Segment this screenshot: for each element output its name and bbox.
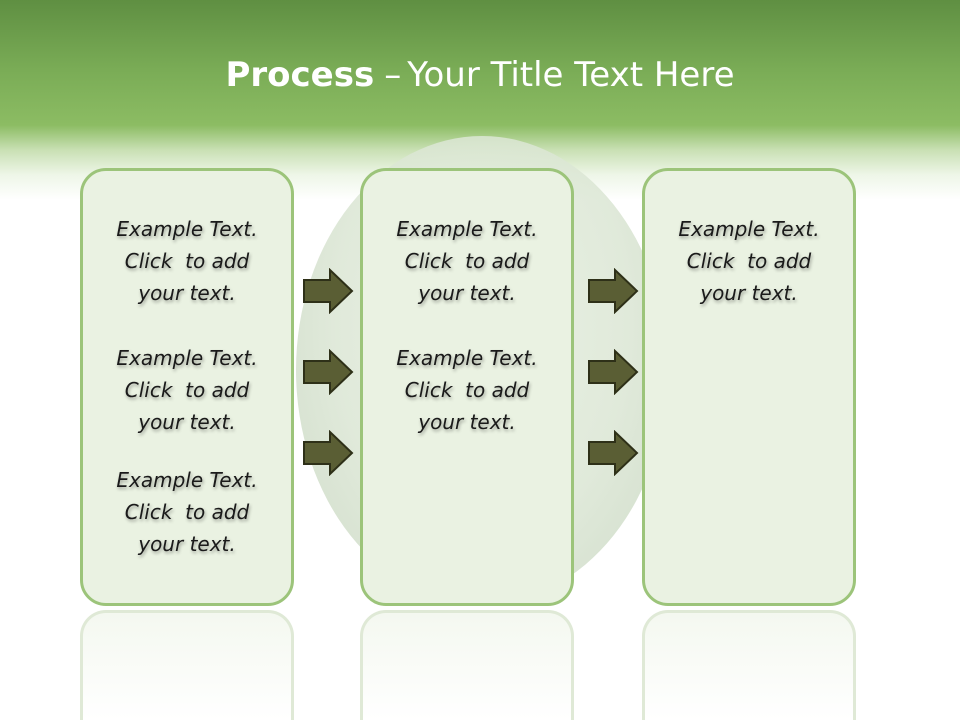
text-placeholder[interactable]: Example Text. Click to add your text.	[83, 213, 291, 309]
text-line: Click to add	[404, 249, 530, 273]
panel-reflection	[80, 610, 294, 720]
right-arrow-icon	[302, 430, 354, 476]
text-line: your text.	[138, 532, 236, 556]
right-arrow-icon	[587, 349, 639, 395]
process-panel-1: Example Text. Click to add your text. Ex…	[80, 168, 294, 606]
panel-reflection	[360, 610, 574, 720]
text-line: your text.	[138, 410, 236, 434]
slide-title[interactable]: Process–Your Title Text Here	[0, 52, 960, 98]
text-line: Click to add	[124, 378, 250, 402]
text-line: your text.	[700, 281, 798, 305]
text-line: your text.	[418, 410, 516, 434]
title-rest: Your Title Text Here	[407, 55, 735, 95]
panel-reflection	[642, 610, 856, 720]
text-line: Click to add	[124, 500, 250, 524]
right-arrow-icon	[587, 268, 639, 314]
process-panel-2: Example Text. Click to add your text. Ex…	[360, 168, 574, 606]
text-line: your text.	[418, 281, 516, 305]
text-line: Example Text.	[396, 217, 538, 241]
process-panel-3: Example Text. Click to add your text.	[642, 168, 856, 606]
text-line: Example Text.	[116, 346, 258, 370]
text-line: Click to add	[686, 249, 812, 273]
title-bold: Process	[225, 55, 375, 95]
text-placeholder[interactable]: Example Text. Click to add your text.	[83, 342, 291, 438]
text-placeholder[interactable]: Example Text. Click to add your text.	[363, 342, 571, 438]
right-arrow-icon	[302, 268, 354, 314]
text-placeholder[interactable]: Example Text. Click to add your text.	[645, 213, 853, 309]
text-placeholder[interactable]: Example Text. Click to add your text.	[83, 464, 291, 560]
right-arrow-icon	[302, 349, 354, 395]
title-separator: –	[384, 55, 402, 95]
right-arrow-icon	[587, 430, 639, 476]
text-placeholder[interactable]: Example Text. Click to add your text.	[363, 213, 571, 309]
text-line: Example Text.	[678, 217, 820, 241]
text-line: your text.	[138, 281, 236, 305]
text-line: Click to add	[404, 378, 530, 402]
text-line: Click to add	[124, 249, 250, 273]
text-line: Example Text.	[116, 468, 258, 492]
text-line: Example Text.	[396, 346, 538, 370]
text-line: Example Text.	[116, 217, 258, 241]
